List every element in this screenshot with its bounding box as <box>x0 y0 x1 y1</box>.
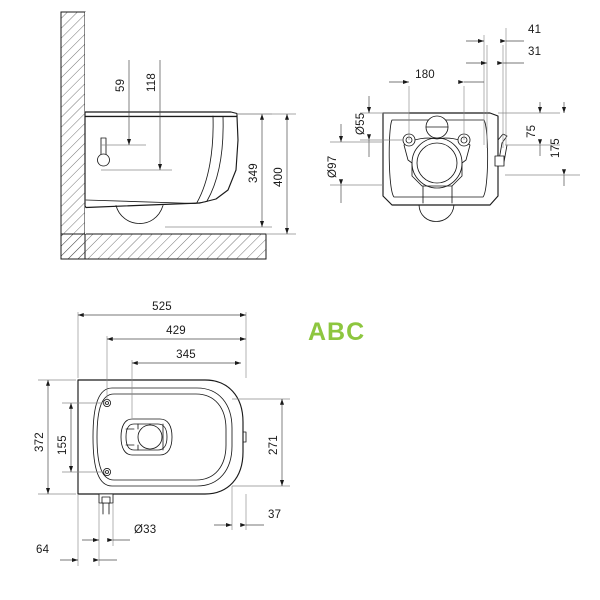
dimension-label: Ø33 <box>134 524 156 536</box>
wall-hatched <box>60 11 86 260</box>
dimension-plan-345: 345 <box>131 349 241 418</box>
dimension-plan-155: 155 <box>57 402 105 473</box>
dimension-label: 75 <box>526 125 538 138</box>
dimension-label: Ø55 <box>355 113 367 135</box>
dimension-plan-d33: Ø33 <box>82 503 156 546</box>
plan-top-view: ABC <box>34 301 365 566</box>
dimension-rear-41: 41 <box>466 24 541 145</box>
dimension-plan-37: 37 <box>214 486 281 530</box>
side-section-view: 59 118 349 400 <box>60 11 296 260</box>
dimension-side-400: 400 <box>237 113 296 235</box>
dimension-rear-75: 75 <box>498 102 560 156</box>
dimension-plan-372: 372 <box>34 379 76 495</box>
dimension-label: 155 <box>57 435 69 455</box>
dimension-plan-429: 429 <box>106 325 246 400</box>
dimension-label: 345 <box>176 349 196 361</box>
dimension-label: 429 <box>166 325 186 337</box>
dimension-label: Ø97 <box>327 156 339 178</box>
dimension-label: 349 <box>248 163 260 183</box>
dimension-label: 372 <box>34 432 46 452</box>
dimension-label: 31 <box>528 46 541 58</box>
dimension-rear-d97: Ø97 <box>327 124 383 203</box>
toilet-side-profile <box>84 111 239 224</box>
dimension-label: 118 <box>146 73 158 92</box>
dimension-label: 175 <box>550 138 562 158</box>
dimension-label: 400 <box>273 167 285 187</box>
dimension-label: 59 <box>115 79 127 92</box>
dimension-side-59: 59 <box>101 60 146 146</box>
dimension-label: 64 <box>36 544 50 556</box>
dimension-rear-31: 31 <box>466 45 541 148</box>
watermark-text: ABC <box>308 318 365 346</box>
dimension-label: 41 <box>528 24 541 36</box>
toilet-rear-body <box>382 112 508 222</box>
dimension-label: 180 <box>415 69 435 81</box>
dimension-plan-525: 525 <box>77 301 247 378</box>
plan-outlet-opening <box>120 418 173 456</box>
dimension-side-118: 118 <box>101 60 172 171</box>
dimension-plan-271: 271 <box>232 398 290 487</box>
rear-view: 41 31 180 <box>327 24 580 222</box>
floor-hatched <box>60 233 267 260</box>
dimension-label: 525 <box>152 301 172 313</box>
dimension-label: 37 <box>268 509 281 521</box>
dimension-label: 271 <box>268 435 280 455</box>
dimension-plan-64: 64 <box>36 494 117 566</box>
dimension-rear-d55: Ø55 <box>355 96 409 157</box>
dimension-rear-175: 175 <box>505 102 580 186</box>
toilet-plan-outline <box>77 379 247 515</box>
